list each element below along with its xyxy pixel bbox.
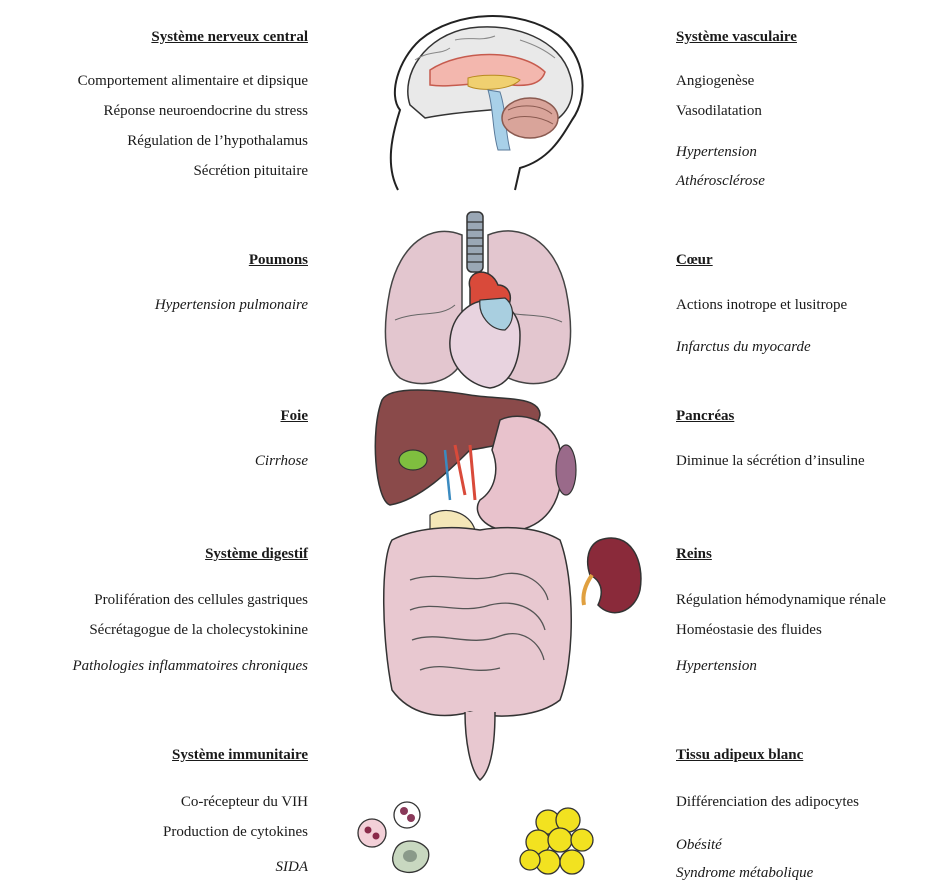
item-text: Co-récepteur du VIH <box>181 793 308 811</box>
item-text: Production de cytokines <box>163 823 308 841</box>
item-text: Sécrétagogue de la cholecystokinine <box>89 621 308 639</box>
section-coeur: Cœur <box>676 251 713 269</box>
item-text: Cirrhose <box>255 452 308 470</box>
section-title: Foie <box>281 407 309 425</box>
item-text: Obésité <box>676 836 722 854</box>
item-text: Différenciation des adipocytes <box>676 793 859 811</box>
item-text: Prolifération des cellules gastriques <box>94 591 308 609</box>
section-systeme-vasculaire: Système vasculaire <box>676 28 797 46</box>
item-text: SIDA <box>276 858 309 876</box>
section-title: Pancréas <box>676 407 734 425</box>
section-systeme-digestif: Système digestif <box>205 545 308 563</box>
item-text: Hypertension <box>676 657 757 675</box>
section-title: Cœur <box>676 251 713 269</box>
item-text: Infarctus du myocarde <box>676 338 811 356</box>
section-title: Système nerveux central <box>151 28 308 46</box>
item-text: Actions inotrope et lusitrope <box>676 296 847 314</box>
brain-illustration <box>391 16 583 190</box>
section-title: Tissu adipeux blanc <box>676 746 803 764</box>
section-title: Système vasculaire <box>676 28 797 46</box>
section-systeme-immunitaire: Système immunitaire <box>172 746 308 764</box>
item-text: Syndrome métabolique <box>676 864 813 882</box>
section-title: Poumons <box>249 251 308 269</box>
item-text: Athérosclérose <box>676 172 765 190</box>
kidney-illustration <box>583 538 641 613</box>
item-text: Régulation de l’hypothalamus <box>127 132 308 150</box>
trachea-illustration <box>467 212 483 272</box>
item-text: Régulation hémodynamique rénale <box>676 591 886 609</box>
adipose-cells-illustration <box>520 808 593 874</box>
item-text: Comportement alimentaire et dipsique <box>78 72 308 90</box>
item-text: Diminue la sécrétion d’insuline <box>676 452 865 470</box>
item-text: Pathologies inflammatoires chroniques <box>72 657 308 675</box>
item-text: Homéostasie des fluides <box>676 621 822 639</box>
item-text: Vasodilatation <box>676 102 762 120</box>
section-title: Reins <box>676 545 712 563</box>
section-poumons: Poumons <box>249 251 308 269</box>
intestines-illustration <box>384 528 572 780</box>
section-tissu-adipeux-blanc: Tissu adipeux blanc <box>676 746 803 764</box>
item-text: Hypertension pulmonaire <box>155 296 308 314</box>
item-text: Hypertension <box>676 143 757 161</box>
item-text: Sécrétion pituitaire <box>193 162 308 180</box>
item-text: Angiogenèse <box>676 72 754 90</box>
section-systeme-nerveux-central: Système nerveux central <box>151 28 308 46</box>
section-foie: Foie <box>281 407 309 425</box>
item-text: Réponse neuroendocrine du stress <box>103 102 308 120</box>
immune-cells-illustration <box>358 802 429 872</box>
section-title: Système digestif <box>205 545 308 563</box>
section-reins: Reins <box>676 545 712 563</box>
section-title: Système immunitaire <box>172 746 308 764</box>
section-pancreas: Pancréas <box>676 407 734 425</box>
